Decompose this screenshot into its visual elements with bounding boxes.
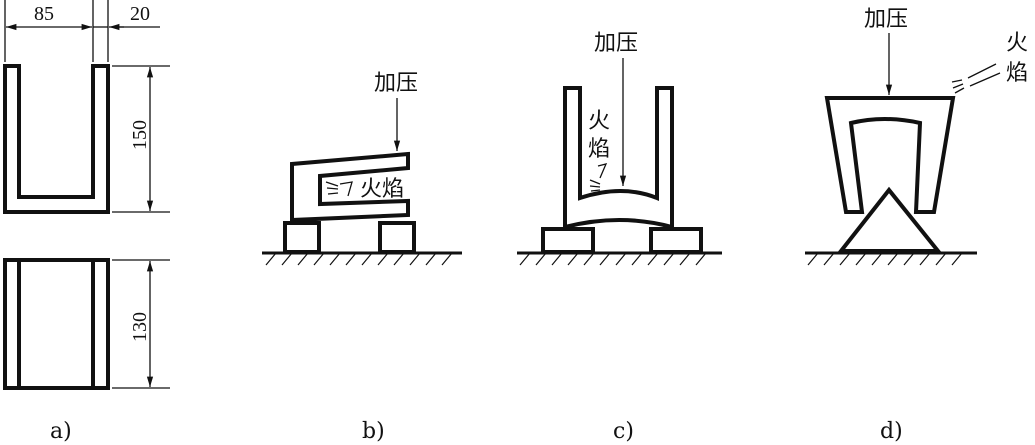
panel-label-b: b) — [362, 419, 385, 444]
dim-85: 85 — [34, 3, 54, 25]
support-block-left-c — [541, 227, 595, 254]
pressure-label-b: 加压 — [374, 71, 418, 96]
panel-label-c: c) — [613, 419, 634, 444]
flame-label-c1: 火 — [588, 109, 610, 134]
flame-icon-d — [951, 63, 1001, 94]
ground-hatch-d — [807, 252, 963, 266]
panel-a: 85 20 150 130 a) — [3, 0, 170, 444]
panel-c: 加压 火 焰 c) — [517, 31, 722, 444]
pressure-label-d: 加压 — [864, 7, 908, 32]
u-profile-front — [3, 64, 110, 214]
flame-label-c2: 焰 — [588, 137, 610, 162]
flame-icon-b — [325, 181, 353, 197]
flame-icon-c — [589, 163, 608, 192]
support-block-right-c — [649, 227, 703, 254]
dim-20: 20 — [130, 3, 150, 25]
flame-label-d1: 火 — [1006, 31, 1028, 56]
support-block-right-b — [378, 221, 416, 254]
triangle-support — [836, 186, 943, 253]
u-channel-inverted — [824, 96, 956, 214]
dim-150: 150 — [129, 120, 151, 150]
flame-label-d2: 焰 — [1006, 61, 1028, 86]
flame-label-b: 火焰 — [360, 177, 404, 202]
dim-130: 130 — [129, 312, 151, 342]
panel-label-d: d) — [880, 419, 903, 444]
ground-hatch-b — [265, 252, 453, 266]
panel-b: 加压 火焰 b) — [262, 71, 462, 444]
u-channel-sideways — [290, 151, 410, 223]
u-profile-side — [3, 258, 110, 390]
panel-d: 加压 火 焰 d) — [805, 7, 1028, 444]
ground-hatch-c — [519, 252, 707, 266]
pressure-label-c: 加压 — [594, 31, 638, 56]
u-channel-upright — [563, 86, 674, 230]
support-block-left-b — [283, 221, 321, 254]
panel-label-a: a) — [50, 419, 72, 444]
